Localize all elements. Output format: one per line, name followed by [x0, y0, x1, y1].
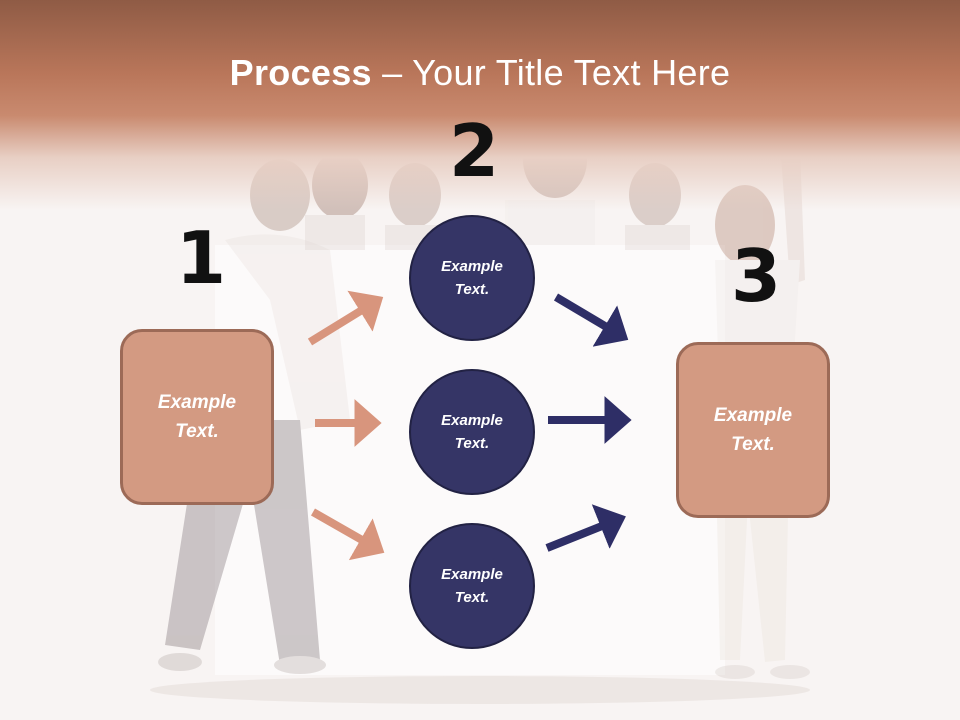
title-rest: – Your Title Text Here — [371, 52, 731, 93]
arrow-top-to-box — [553, 293, 629, 347]
arrow-bottom-to-box — [545, 504, 626, 552]
step-box-left: Example Text. — [120, 329, 274, 505]
arrow-box-to-top — [307, 290, 384, 346]
step-number-2: 2 — [449, 109, 500, 193]
step-circle-top: Example Text. — [409, 215, 535, 341]
step-circle-bottom: Example Text. — [409, 523, 535, 649]
arrow-box-to-bottom — [311, 508, 385, 561]
step-circle-bottom-text: Example Text. — [441, 566, 503, 606]
step-circle-middle-text: Example Text. — [441, 412, 503, 452]
header-band — [0, 0, 960, 210]
slide-title: Process – Your Title Text Here — [0, 52, 960, 94]
step-box-right-text: Example Text. — [713, 405, 793, 455]
title-bold: Process — [229, 52, 372, 93]
step-box-right: Example Text. — [676, 342, 830, 518]
step-number-3: 3 — [731, 234, 782, 318]
step-box-left-text: Example Text. — [157, 392, 237, 442]
step-number-1: 1 — [176, 216, 227, 300]
step-circle-middle: Example Text. — [409, 369, 535, 495]
step-circle-top-text: Example Text. — [441, 258, 503, 298]
